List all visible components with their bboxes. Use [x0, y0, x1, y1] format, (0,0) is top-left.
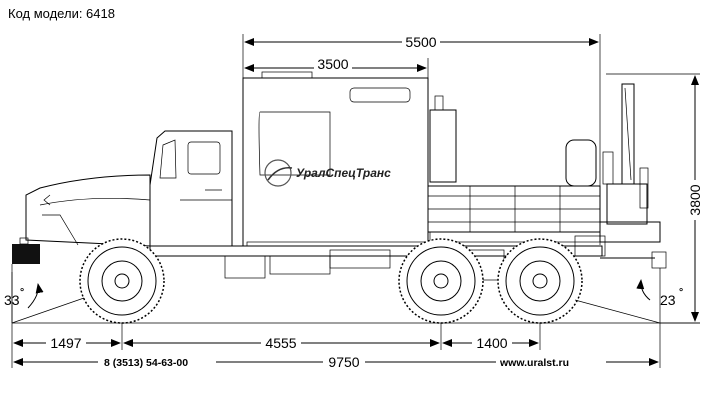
- bottom-dimension-extensions: [11, 264, 661, 368]
- dim-1497-label: 1497: [50, 335, 81, 351]
- phone-number: 8 (3513) 54-63-00: [104, 357, 188, 369]
- rear-wheel-2: [497, 238, 583, 324]
- dim-1400-label: 1400: [476, 335, 507, 351]
- cab: [149, 130, 233, 247]
- crane: [599, 83, 667, 269]
- dim-9750-label: 9750: [328, 354, 359, 370]
- front-wheel: [79, 238, 165, 324]
- dimension-1497: 1497: [13, 335, 121, 351]
- brand-name: УралСпецТранс: [296, 166, 391, 180]
- dimension-1400: 1400: [442, 335, 539, 351]
- rear-equipment: [427, 95, 601, 243]
- approach-degree: °: [20, 286, 24, 298]
- dim-5500-label: 5500: [405, 34, 436, 50]
- dimension-5500: 5500: [242, 33, 601, 245]
- dim-4555-label: 4555: [265, 335, 296, 351]
- departure-degree: °: [679, 286, 683, 298]
- model-code-label: Код модели: 6418: [8, 6, 115, 21]
- approach-angle: 33 °: [4, 272, 85, 324]
- dim-3800-label: 3800: [687, 184, 703, 215]
- website-url: www.uralst.ru: [499, 357, 569, 369]
- dimension-9750: 8 (3513) 54-63-00 9750 www.uralst.ru: [13, 354, 659, 370]
- departure-angle: 23 °: [574, 268, 683, 324]
- rear-wheel-1: [398, 238, 484, 324]
- dim-3500-label: 3500: [317, 56, 348, 72]
- cargo-box: [242, 71, 429, 247]
- hood: [12, 174, 151, 264]
- dimension-3800: 3800: [606, 73, 704, 324]
- departure-angle-label: 23: [660, 292, 676, 308]
- dimension-3500: 3500: [244, 56, 429, 80]
- brand-logo: УралСпецТранс: [264, 159, 391, 187]
- dimension-4555: 4555: [123, 335, 440, 351]
